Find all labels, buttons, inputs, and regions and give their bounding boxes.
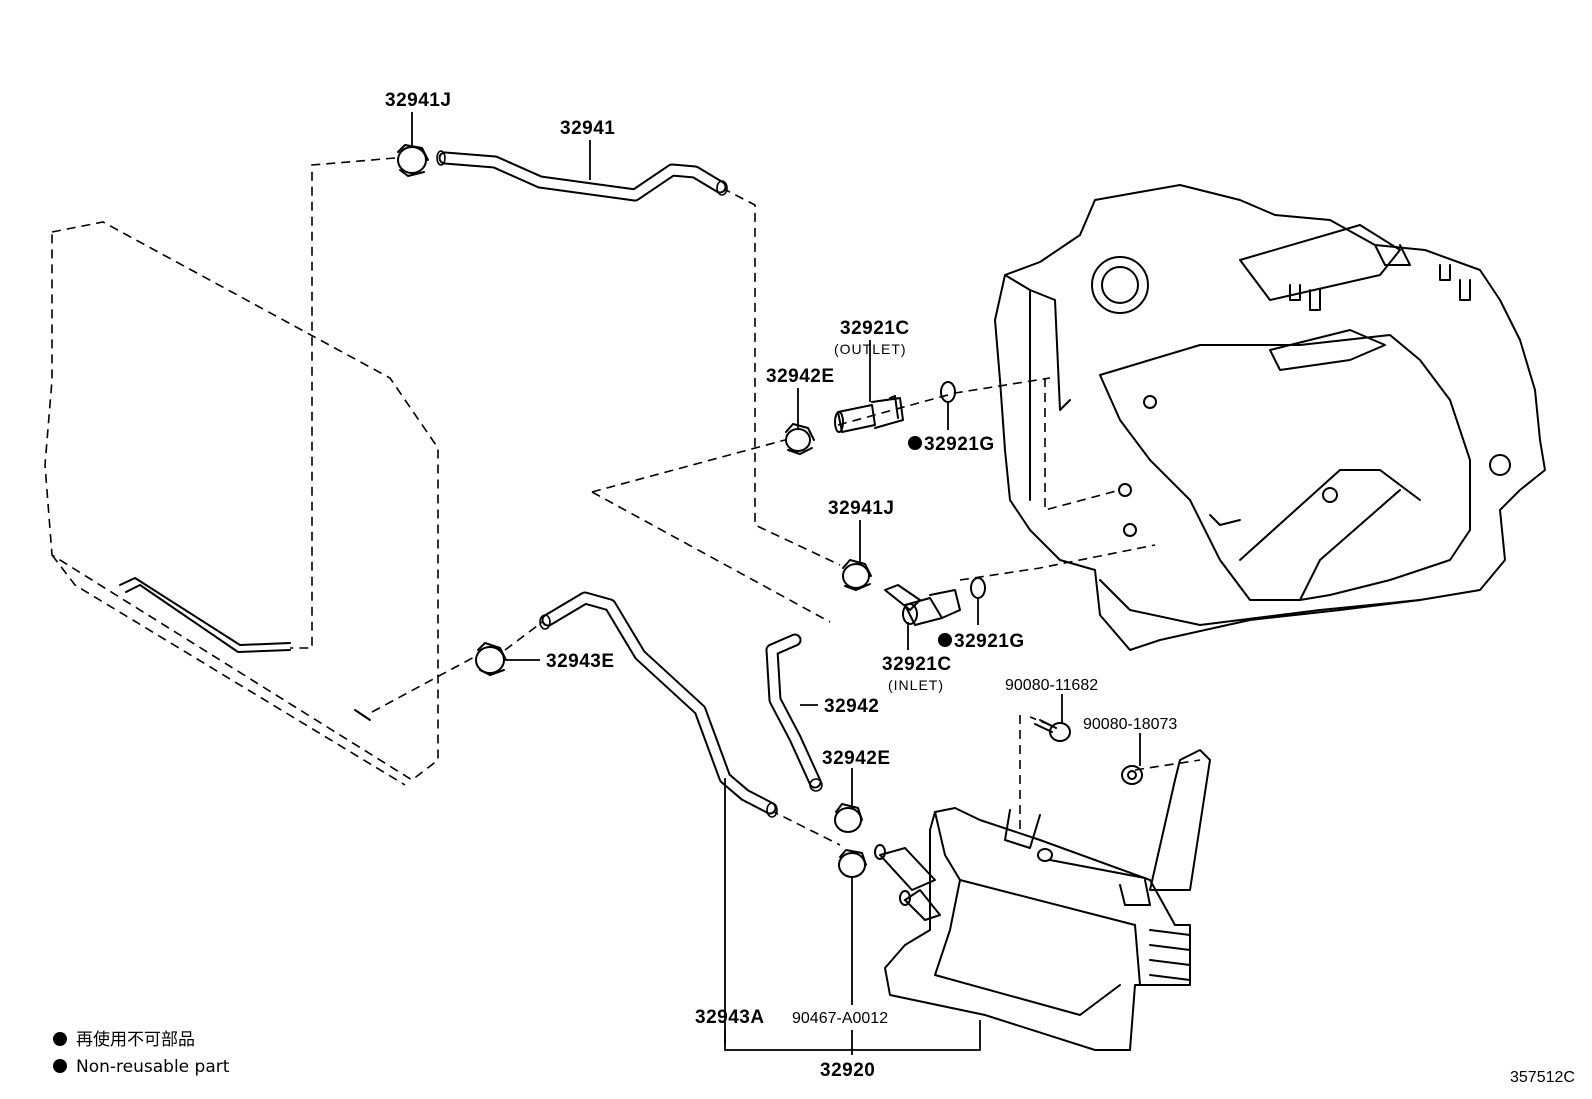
label-32941J-top: 32941J [385,90,451,111]
clamp-32941J-top [397,144,429,177]
label-90467-A0012: 90467-A0012 [792,1010,888,1027]
union-32921C-inlet [884,577,986,626]
label-32941: 32941 [560,118,615,139]
union-32921C-outlet [834,381,956,433]
label-32943A: 32943A [695,1007,765,1028]
label-90080-11682: 90080-11682 [1005,677,1098,694]
legend-bullet-jp [53,1032,67,1046]
hose-32941 [436,150,728,202]
label-32942: 32942 [824,696,879,717]
clamp-32942E-upper [785,423,815,455]
hose-32943A [539,591,778,818]
routing-lines [290,157,1201,846]
legend-bullet-en [53,1059,67,1073]
label-inlet-note: (INLET) [888,677,944,693]
non-reusable-marker-upper [908,436,922,450]
clamp-32942E-lower [834,803,867,878]
non-reusable-marker-lower [938,633,952,647]
label-32941J-mid: 32941J [828,498,894,519]
label-32921C-outlet: 32921C [840,318,910,339]
bolt-90080-11682 [1034,719,1071,742]
label-90080-18073: 90080-18073 [1083,716,1177,733]
legend-text-jp: 再使用不可部品 [76,1029,195,1050]
leader-lines [411,112,1141,1055]
hose-32942 [765,633,823,792]
label-32921G-upper: 32921G [924,434,995,455]
clamp-32941J-mid [842,559,872,591]
label-32920: 32920 [820,1060,875,1081]
label-32921G-lower: 32921G [954,631,1025,652]
label-32921C-inlet: 32921C [882,654,952,675]
radiator-outline [44,221,439,786]
clamp-32943E [475,642,507,676]
illustration-code: 357512C [1510,1069,1575,1086]
label-32942E-upper: 32942E [766,366,835,387]
nut-90080-18073 [1121,765,1143,785]
legend-text-en: Non-reusable part [76,1057,230,1077]
label-32942E-lower: 32942E [822,748,891,769]
label-32943E: 32943E [546,651,615,672]
transaxle-housing [994,184,1546,651]
label-outlet-note: (OUTLET) [834,341,907,357]
oil-cooler-32920 [874,749,1211,1051]
